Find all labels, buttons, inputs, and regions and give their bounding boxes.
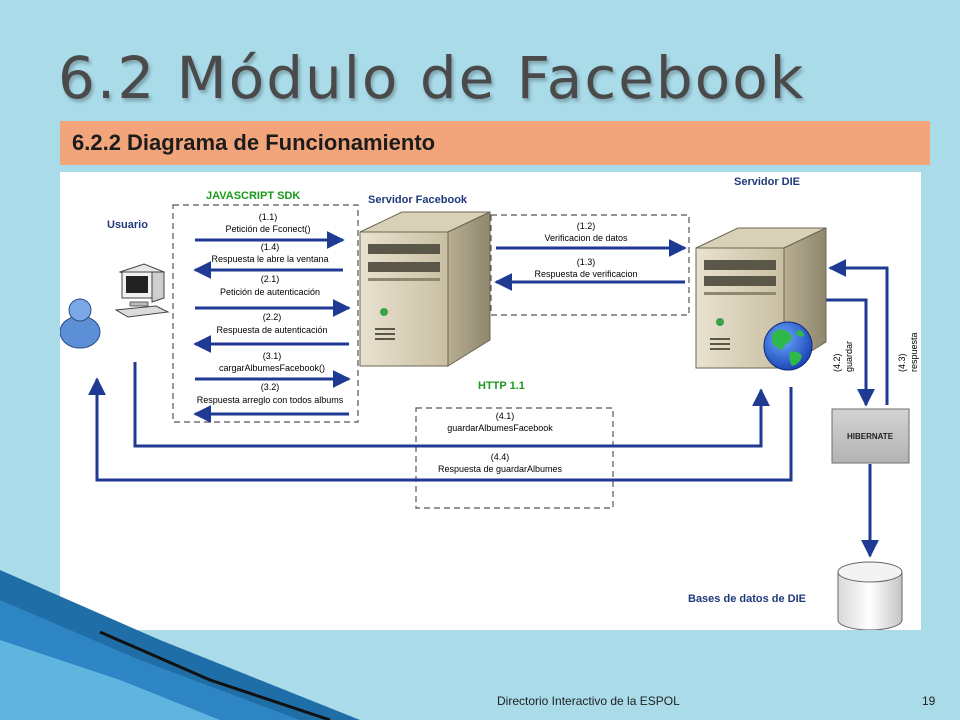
arrow-4-1	[133, 362, 770, 448]
msg-2-2-text: Respuesta de autenticación	[216, 325, 327, 335]
msg-1-3-text: Respuesta de verificacion	[534, 269, 637, 279]
computer-icon	[114, 263, 170, 318]
msg-2-1-text: Petición de autenticación	[220, 287, 320, 297]
slide-title: 6.2 Módulo de Facebook	[58, 44, 806, 112]
msg-3-1-num: (3.1)	[263, 351, 282, 361]
msg-4-2-num: (4.2)	[832, 353, 842, 372]
msg-4-3-text: respuesta	[909, 332, 919, 372]
msg-1-4-num: (1.4)	[261, 242, 280, 252]
corner-decoration	[0, 570, 360, 720]
msg-1-2-text: Verificacion de datos	[544, 233, 628, 243]
msg-3-2-num: (3.2)	[261, 382, 280, 392]
usuario-label: Usuario	[107, 219, 148, 231]
hibernate-label: HIBERNATE	[847, 432, 894, 441]
javascript-sdk-label: JAVASCRIPT SDK	[206, 190, 300, 202]
msg-4-1-num: (4.1)	[496, 411, 515, 421]
msg-3-2-text: Respuesta arreglo con todos albums	[197, 395, 344, 405]
arrow-4-2	[808, 298, 875, 407]
arrow-4-3	[828, 259, 889, 405]
bases-de-datos-label: Bases de datos de DIE	[688, 593, 806, 605]
architecture-diagram: JAVASCRIPT SDK HTTP 1.1 Usuario Servidor…	[60, 176, 919, 630]
msg-4-1-text: guardarAlbumesFacebook	[447, 423, 553, 433]
database-icon	[837, 561, 903, 630]
subtitle-bar: 6.2.2 Diagrama de Funcionamiento	[60, 121, 930, 165]
http-box	[415, 407, 614, 509]
msg-2-2-num: (2.2)	[263, 312, 282, 322]
msg-1-1-num: (1.1)	[259, 212, 278, 222]
arrow-4-4	[88, 377, 793, 482]
globe-icon	[763, 321, 813, 371]
javascript-sdk-box	[172, 204, 359, 423]
msg-4-4-text: Respuesta de guardarAlbumes	[438, 464, 563, 474]
page-number: 19	[922, 694, 936, 708]
msg-1-4-text: Respuesta le abre la ventana	[211, 254, 328, 264]
hibernate-box: HIBERNATE	[831, 408, 910, 464]
msg-3-1-text: cargarAlbumesFacebook()	[219, 363, 325, 373]
servidor-die-label: Servidor DIE	[734, 176, 800, 188]
msg-4-3-num: (4.3)	[897, 353, 907, 372]
slide-subtitle: 6.2.2 Diagrama de Funcionamiento	[72, 130, 436, 155]
servidor-facebook-label: Servidor Facebook	[368, 194, 468, 206]
footer-text: Directorio Interactivo de la ESPOL	[497, 694, 680, 708]
msg-4-4-num: (4.4)	[491, 452, 510, 462]
msg-2-1-num: (2.1)	[261, 274, 280, 284]
verification-box	[490, 214, 690, 316]
msg-4-2-text: guardar	[844, 341, 854, 372]
facebook-server-icon	[359, 211, 491, 367]
diagram-panel: JAVASCRIPT SDK HTTP 1.1 Usuario Servidor…	[60, 172, 921, 630]
msg-1-1-text: Petición de Fconect()	[225, 224, 310, 234]
msg-1-3-num: (1.3)	[577, 257, 596, 267]
user-icon	[60, 298, 101, 349]
http-label: HTTP 1.1	[478, 380, 525, 392]
msg-1-2-num: (1.2)	[577, 221, 596, 231]
